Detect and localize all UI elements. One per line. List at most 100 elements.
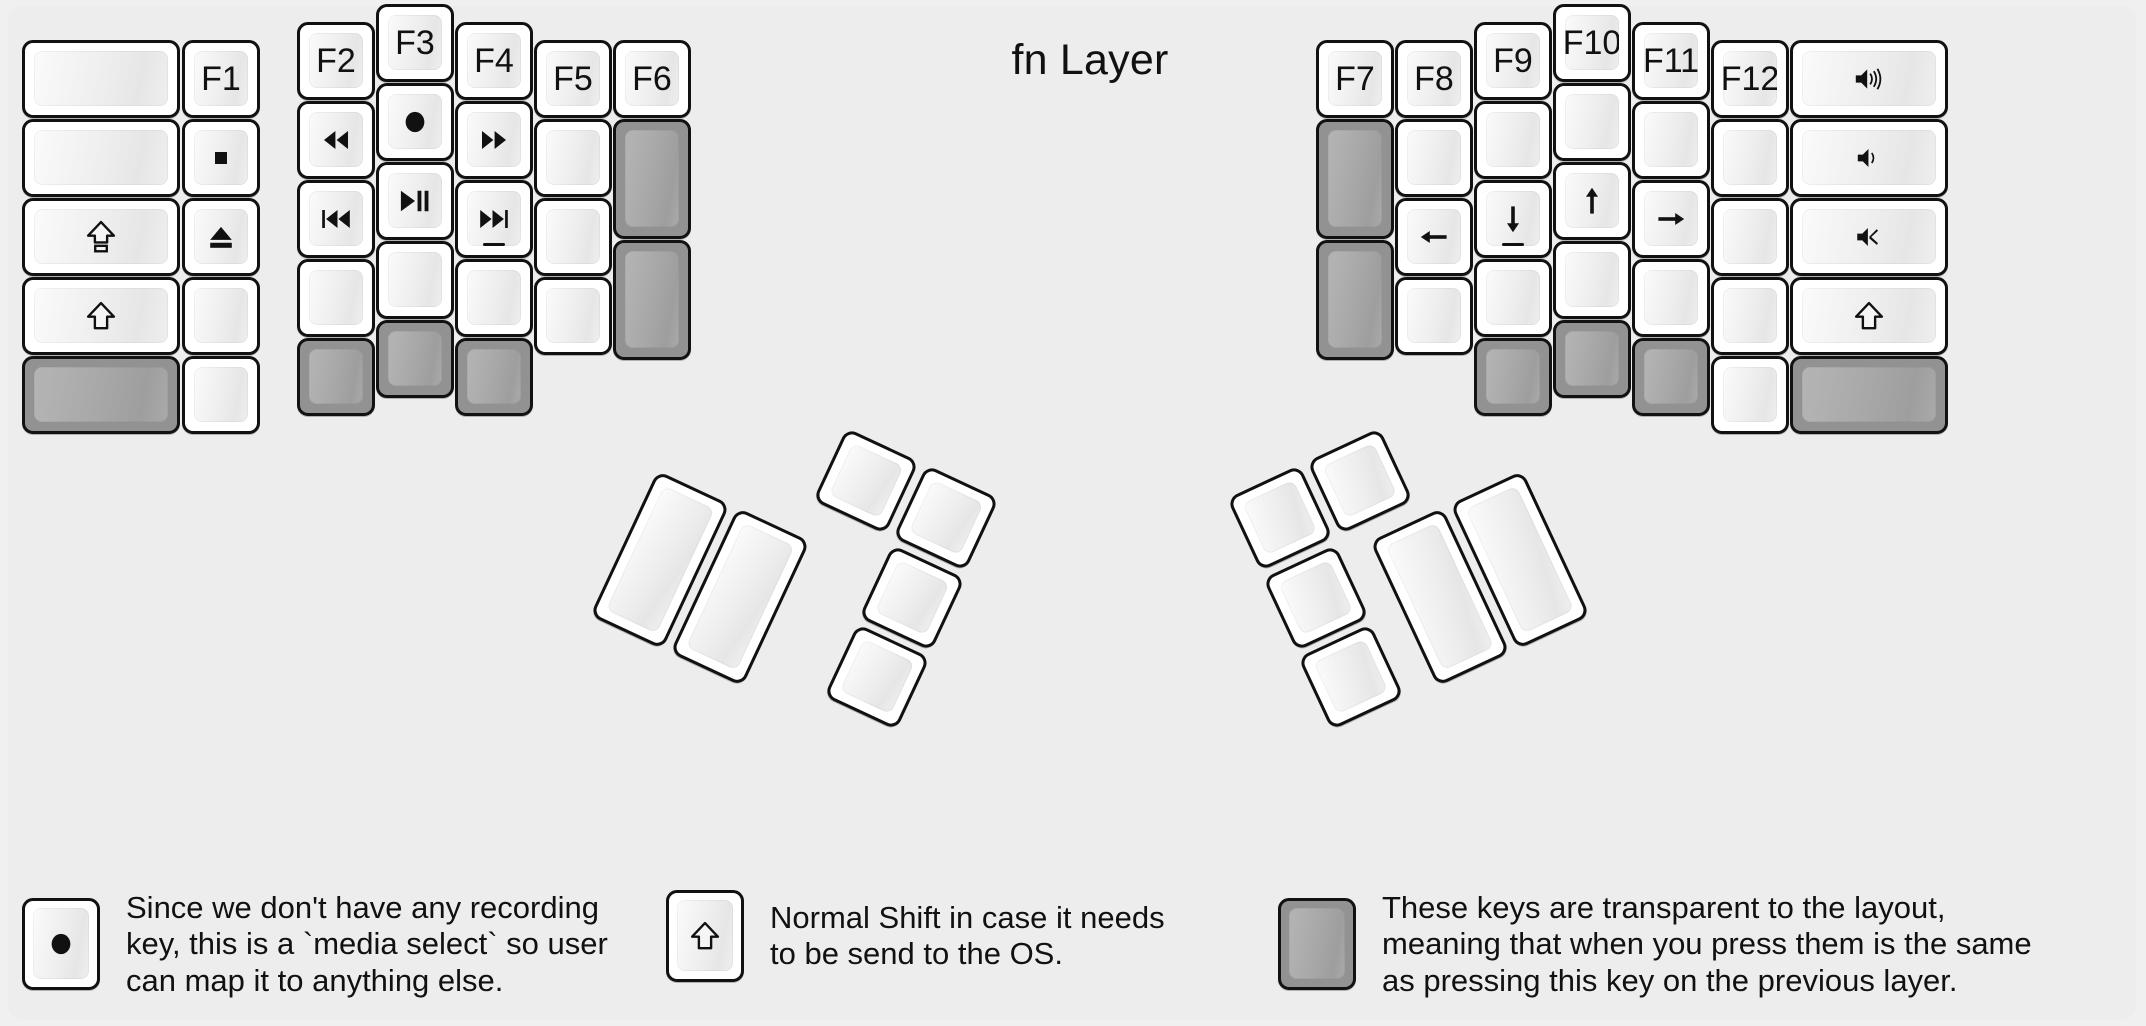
key-right-col-inner-2-0[interactable]: F7 xyxy=(1316,40,1394,118)
key-right-col-index-0[interactable]: F9 xyxy=(1474,22,1552,100)
legend-key-record xyxy=(22,898,100,991)
shift-icon xyxy=(688,918,722,954)
key-left-col-index-1[interactable] xyxy=(455,101,533,179)
key-left-col-index-0[interactable]: F4 xyxy=(455,22,533,100)
homing-bump xyxy=(483,243,505,246)
key-left-col-middle-1[interactable] xyxy=(376,83,454,161)
legend-text-shift: Normal Shift in case it needs to be send… xyxy=(770,899,1165,971)
key-left-col-pinky-outer-2[interactable] xyxy=(22,198,180,276)
key-right-col-index-3[interactable] xyxy=(1474,259,1552,337)
key-left-col-pinky-outer-1[interactable] xyxy=(22,119,180,197)
key-left-col-pinky-outer-3[interactable] xyxy=(22,277,180,355)
key-left-col-middle-0[interactable]: F3 xyxy=(376,4,454,82)
key-left-col-pinky-outer-4[interactable] xyxy=(22,356,180,434)
arrow-left-icon xyxy=(1413,222,1455,252)
key-left-col-ring-1[interactable] xyxy=(297,101,375,179)
key-label: F10 xyxy=(1565,23,1619,62)
key-left-col-middle-3[interactable] xyxy=(376,241,454,319)
key-label: F3 xyxy=(395,23,435,62)
key-right-col-pinky-3[interactable] xyxy=(1711,277,1789,355)
legend-item-record: Since we don't have any recording key, t… xyxy=(22,890,662,999)
key-right-col-inner-1-1[interactable] xyxy=(1395,119,1473,197)
key-left-col-inner-2-0[interactable]: F6 xyxy=(613,40,691,118)
key-right-col-pinky-1[interactable] xyxy=(1711,119,1789,197)
key-left-col-middle-4[interactable] xyxy=(376,320,454,398)
key-left-col-inner-1-1[interactable] xyxy=(534,119,612,197)
key-right-col-pinky-outer-3[interactable] xyxy=(1790,277,1948,355)
next-track-icon xyxy=(471,204,517,234)
key-left-col-pinky-3[interactable] xyxy=(182,277,260,355)
key-right-col-index-1[interactable] xyxy=(1474,101,1552,179)
key-left-col-index-3[interactable] xyxy=(455,259,533,337)
key-right-col-pinky-2[interactable] xyxy=(1711,198,1789,276)
volume-up-icon xyxy=(1847,64,1891,94)
key-right-col-inner-1-3[interactable] xyxy=(1395,277,1473,355)
legend-text-record: Since we don't have any recording key, t… xyxy=(126,890,608,998)
legend-item-transparent: These keys are transparent to the layout… xyxy=(1278,890,2138,999)
key-left-col-pinky-0[interactable]: F1 xyxy=(182,40,260,118)
arrow-up-icon xyxy=(1577,180,1607,222)
eject-icon xyxy=(203,219,239,255)
key-left-col-inner-2-2[interactable] xyxy=(613,240,691,360)
key-left-col-ring-2[interactable] xyxy=(297,180,375,258)
key-right-col-pinky-0[interactable]: F12 xyxy=(1711,40,1789,118)
key-right-col-pinky-4[interactable] xyxy=(1711,356,1789,434)
shift-icon xyxy=(1852,298,1886,334)
key-left-col-index-4[interactable] xyxy=(455,338,533,416)
key-right-col-pinky-outer-0[interactable] xyxy=(1790,40,1948,118)
key-label: F8 xyxy=(1414,59,1454,98)
key-right-col-middle-0[interactable]: F10 xyxy=(1553,4,1631,82)
key-right-col-pinky-outer-4[interactable] xyxy=(1790,356,1948,434)
key-left-col-inner-1-0[interactable]: F5 xyxy=(534,40,612,118)
legend-text-transparent: These keys are transparent to the layout… xyxy=(1382,890,2032,998)
key-left-col-pinky-4[interactable] xyxy=(182,356,260,434)
key-right-col-ring-2[interactable] xyxy=(1632,180,1710,258)
key-right-col-middle-3[interactable] xyxy=(1553,241,1631,319)
key-left-col-ring-3[interactable] xyxy=(297,259,375,337)
legend-item-shift: Normal Shift in case it needs to be send… xyxy=(666,890,1266,982)
record-icon xyxy=(397,103,433,141)
homing-bump xyxy=(1502,243,1524,246)
key-right-col-index-2[interactable] xyxy=(1474,180,1552,258)
volume-down-icon xyxy=(1853,144,1885,172)
key-right-col-ring-4[interactable] xyxy=(1632,338,1710,416)
key-label: F5 xyxy=(553,59,593,98)
fast-forward-icon xyxy=(473,125,515,155)
key-right-col-middle-4[interactable] xyxy=(1553,320,1631,398)
key-left-col-index-2[interactable] xyxy=(455,180,533,258)
key-label: F1 xyxy=(201,59,241,98)
legend-key-transparent xyxy=(1278,898,1356,991)
key-left-col-inner-1-3[interactable] xyxy=(534,277,612,355)
shift-icon xyxy=(84,298,118,334)
key-right-col-ring-1[interactable] xyxy=(1632,101,1710,179)
key-left-col-ring-0[interactable]: F2 xyxy=(297,22,375,100)
key-left-col-pinky-1[interactable] xyxy=(182,119,260,197)
key-label: F4 xyxy=(474,41,514,80)
prev-track-icon xyxy=(313,204,359,234)
caps-lock-icon xyxy=(84,218,118,256)
key-right-col-ring-0[interactable]: F11 xyxy=(1632,22,1710,100)
key-left-col-inner-1-2[interactable] xyxy=(534,198,612,276)
key-right-col-inner-1-2[interactable] xyxy=(1395,198,1473,276)
page-title: fn Layer xyxy=(1011,36,1169,84)
key-right-col-ring-3[interactable] xyxy=(1632,259,1710,337)
key-right-col-index-4[interactable] xyxy=(1474,338,1552,416)
key-right-col-pinky-outer-1[interactable] xyxy=(1790,119,1948,197)
volume-mute-icon xyxy=(1852,223,1886,251)
key-left-col-pinky-2[interactable] xyxy=(182,198,260,276)
key-left-col-pinky-outer-0[interactable] xyxy=(22,40,180,118)
stop-icon xyxy=(206,143,236,173)
arrow-down-icon xyxy=(1498,198,1528,240)
key-right-col-inner-1-0[interactable]: F8 xyxy=(1395,40,1473,118)
key-right-col-middle-2[interactable] xyxy=(1553,162,1631,240)
key-right-col-middle-1[interactable] xyxy=(1553,83,1631,161)
key-left-col-middle-2[interactable] xyxy=(376,162,454,240)
key-right-col-pinky-outer-2[interactable] xyxy=(1790,198,1948,276)
key-left-col-inner-2-1[interactable] xyxy=(613,119,691,239)
key-right-col-inner-2-2[interactable] xyxy=(1316,240,1394,360)
legend-key-shift xyxy=(666,890,744,982)
key-right-col-inner-2-1[interactable] xyxy=(1316,119,1394,239)
key-label: F7 xyxy=(1335,59,1375,98)
key-left-col-ring-4[interactable] xyxy=(297,338,375,416)
